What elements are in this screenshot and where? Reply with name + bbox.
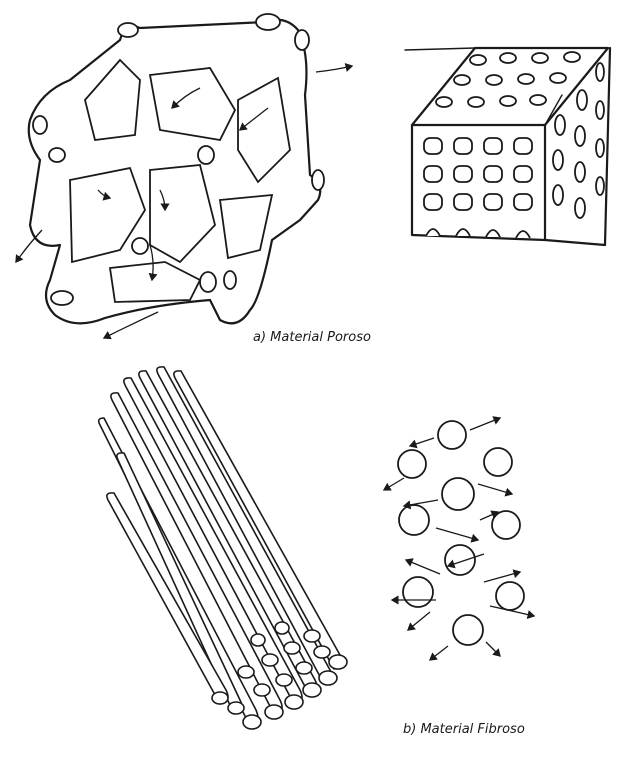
cube-front-face-pores bbox=[424, 138, 532, 238]
porous-cube-drawing bbox=[405, 48, 610, 245]
porous-lattice-drawing bbox=[16, 14, 352, 338]
pore-node-5 bbox=[49, 148, 65, 162]
pore-node-2 bbox=[256, 14, 280, 30]
fiber-bundle-drawing bbox=[99, 367, 347, 729]
caption-fibrous-material: b) Material Fibroso bbox=[403, 722, 525, 737]
pore-window-bottom-right bbox=[220, 195, 272, 258]
pore-node-8 bbox=[51, 291, 73, 305]
pore-node-9 bbox=[200, 272, 216, 292]
pore-window-bottom bbox=[110, 262, 200, 302]
pore-window-top-center bbox=[150, 68, 235, 140]
cube-top-face-pores bbox=[436, 52, 580, 107]
cube-top-edge-line bbox=[405, 48, 475, 50]
pore-node-1 bbox=[118, 23, 138, 37]
fiber-cross-sections bbox=[398, 421, 524, 645]
pore-node-7 bbox=[312, 170, 324, 190]
pore-node-11 bbox=[132, 238, 148, 254]
caption-porous-material: a) Material Poroso bbox=[253, 330, 371, 345]
pore-window-right bbox=[238, 78, 290, 182]
pore-window-middle bbox=[150, 165, 215, 262]
flow-arrow-6 bbox=[316, 66, 352, 72]
flow-arrow-5 bbox=[16, 230, 42, 262]
cube-side-face-pores bbox=[553, 63, 604, 218]
pore-node-4 bbox=[33, 116, 47, 134]
pore-node-6 bbox=[198, 146, 214, 164]
fiber-cross-section-drawing bbox=[384, 418, 534, 660]
pore-node-10 bbox=[224, 271, 236, 289]
pore-window-top-left bbox=[85, 60, 140, 140]
pore-node-3 bbox=[295, 30, 309, 50]
